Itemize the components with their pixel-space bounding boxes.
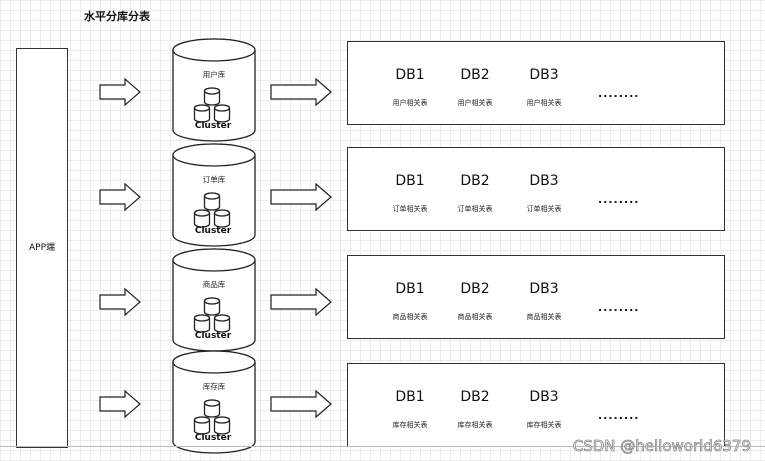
cluster-1-database-icon-2 bbox=[213, 209, 231, 228]
db-desc-3-1: 库存相关表 bbox=[457, 421, 493, 429]
db-name-3-1: DB2 bbox=[460, 389, 490, 405]
db-desc-1-2: 订单相关表 bbox=[526, 205, 562, 213]
cluster-caption-3: Cluster bbox=[194, 433, 232, 443]
more-dbs-2: ........ bbox=[598, 301, 640, 314]
db-desc-2-1: 商品相关表 bbox=[457, 313, 493, 321]
cluster-3-database-icon-0 bbox=[203, 399, 221, 418]
cluster-0-database-icon-0 bbox=[203, 87, 221, 106]
footer-divider bbox=[0, 446, 765, 447]
arrow-cluster-to-group-1 bbox=[270, 182, 332, 212]
db-name-0-2: DB3 bbox=[529, 67, 559, 83]
cluster-caption-2: Cluster bbox=[194, 331, 232, 341]
arrow-cluster-to-group-2 bbox=[270, 287, 332, 317]
cluster-0-database-icon-1 bbox=[193, 104, 211, 123]
cluster-name-0: 用户库 bbox=[202, 70, 226, 79]
cluster-2-database-icon-1 bbox=[193, 314, 211, 333]
cluster-2-database-icon-0 bbox=[203, 297, 221, 316]
db-name-2-0: DB1 bbox=[395, 281, 425, 297]
db-desc-3-0: 库存相关表 bbox=[392, 421, 428, 429]
diagram-title: 水平分库分表 bbox=[84, 10, 150, 23]
arrow-cluster-to-group-0 bbox=[270, 77, 332, 107]
db-name-2-2: DB3 bbox=[529, 281, 559, 297]
db-name-1-1: DB2 bbox=[460, 173, 490, 189]
more-dbs-0: ........ bbox=[598, 87, 640, 100]
db-name-3-0: DB1 bbox=[395, 389, 425, 405]
db-name-3-2: DB3 bbox=[529, 389, 559, 405]
db-name-1-0: DB1 bbox=[395, 173, 425, 189]
cluster-3-database-icon-1 bbox=[193, 416, 211, 435]
cluster-0-database-icon-2 bbox=[213, 104, 231, 123]
db-desc-1-1: 订单相关表 bbox=[457, 205, 493, 213]
arrow-app-to-cluster-0 bbox=[99, 77, 141, 107]
db-desc-2-0: 商品相关表 bbox=[392, 313, 428, 321]
more-dbs-1: ........ bbox=[598, 193, 640, 206]
arrow-app-to-cluster-1 bbox=[99, 182, 141, 212]
db-group-3 bbox=[347, 363, 725, 447]
db-desc-3-2: 库存相关表 bbox=[526, 421, 562, 429]
app-label: APP端 bbox=[28, 243, 55, 253]
db-name-2-1: DB2 bbox=[460, 281, 490, 297]
db-group-1 bbox=[347, 147, 725, 231]
db-group-2 bbox=[347, 255, 725, 339]
watermark: CSDN @helloworld6379 bbox=[572, 437, 751, 456]
db-name-1-2: DB3 bbox=[529, 173, 559, 189]
db-desc-0-1: 用户相关表 bbox=[457, 99, 493, 107]
cluster-3-database-icon-2 bbox=[213, 416, 231, 435]
cluster-1-database-icon-1 bbox=[193, 209, 211, 228]
db-desc-2-2: 商品相关表 bbox=[526, 313, 562, 321]
cluster-1-database-icon-0 bbox=[203, 192, 221, 211]
arrow-cluster-to-group-3 bbox=[270, 389, 332, 419]
app-box bbox=[16, 48, 68, 448]
arrow-app-to-cluster-3 bbox=[99, 389, 141, 419]
db-desc-0-2: 用户相关表 bbox=[526, 99, 562, 107]
cluster-name-3: 库存库 bbox=[202, 382, 226, 391]
cluster-name-1: 订单库 bbox=[202, 175, 226, 184]
cluster-caption-0: Cluster bbox=[194, 121, 232, 131]
cluster-2-database-icon-2 bbox=[213, 314, 231, 333]
db-desc-0-0: 用户相关表 bbox=[392, 99, 428, 107]
db-desc-1-0: 订单相关表 bbox=[392, 205, 428, 213]
more-dbs-3: ........ bbox=[598, 409, 640, 422]
db-name-0-0: DB1 bbox=[395, 67, 425, 83]
cluster-name-2: 商品库 bbox=[202, 280, 226, 289]
db-group-0 bbox=[347, 41, 725, 125]
arrow-app-to-cluster-2 bbox=[99, 287, 141, 317]
db-name-0-1: DB2 bbox=[460, 67, 490, 83]
cluster-caption-1: Cluster bbox=[194, 226, 232, 236]
